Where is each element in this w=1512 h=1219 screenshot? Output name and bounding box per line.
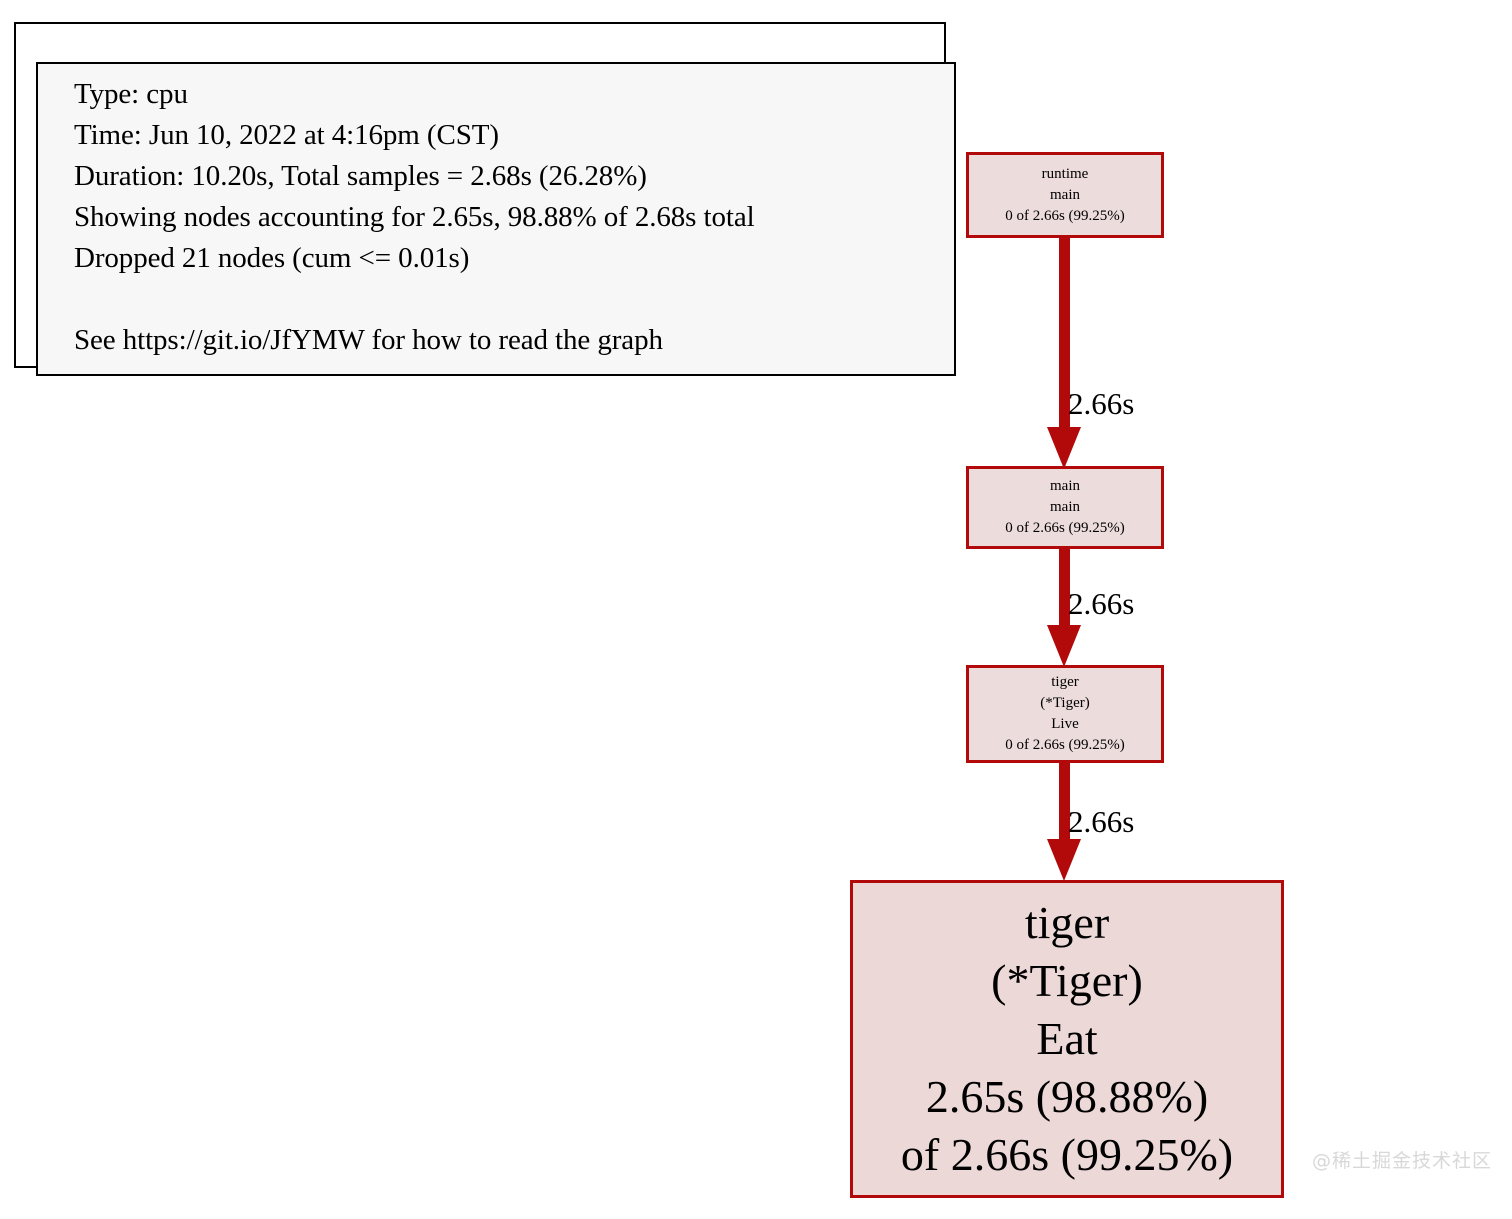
legend-line-help-link[interactable]: See https://git.io/JfYMW for how to read…: [74, 324, 663, 356]
node-main-main-function: main: [1050, 499, 1080, 515]
node-tiger-live[interactable]: tiger (*Tiger) Live 0 of 2.66s (99.25%): [966, 665, 1164, 763]
node-tiger-eat-function: Eat: [1036, 1013, 1098, 1064]
edge-label-tiger-live-to-tiger-eat: 2.66s: [1068, 804, 1135, 839]
edge-tiger-live-to-tiger-eat-arrowhead: [1047, 839, 1081, 881]
node-tiger-eat-package: tiger: [1024, 897, 1110, 948]
legend-line-time: Time: Jun 10, 2022 at 4:16pm (CST): [74, 119, 499, 151]
node-main-main-stats: 0 of 2.66s (99.25%): [1005, 520, 1125, 536]
node-tiger-eat-receiver: (*Tiger): [991, 955, 1143, 1006]
node-main-main[interactable]: main main 0 of 2.66s (99.25%): [966, 466, 1164, 549]
node-runtime-main[interactable]: runtime main 0 of 2.66s (99.25%): [966, 152, 1164, 238]
node-main-main-package: main: [1050, 478, 1080, 494]
legend-line-showing: Showing nodes accounting for 2.65s, 98.8…: [74, 201, 755, 233]
node-tiger-live-function: Live: [1051, 716, 1079, 732]
edge-label-main-main-to-tiger-live: 2.66s: [1068, 586, 1135, 621]
edge-runtime-main-to-main-main-stem: [1059, 236, 1070, 431]
edge-tiger-live-to-tiger-eat-stem: [1059, 761, 1070, 841]
node-tiger-eat-cum: of 2.66s (99.25%): [900, 1129, 1234, 1180]
graph-outer-frame: Type: cpu Time: Jun 10, 2022 at 4:16pm (…: [14, 22, 956, 376]
edge-runtime-main-to-main-main-arrowhead: [1047, 427, 1081, 469]
node-tiger-live-receiver: (*Tiger): [1040, 695, 1090, 711]
legend-line-dropped: Dropped 21 nodes (cum <= 0.01s): [74, 242, 470, 274]
node-runtime-main-package: runtime: [1041, 165, 1089, 182]
watermark: @稀土掘金技术社区: [1311, 1150, 1492, 1172]
edge-main-main-to-tiger-live-arrowhead: [1047, 625, 1081, 667]
legend-line-type: Type: cpu: [74, 78, 188, 110]
edge-label-runtime-main-to-main-main: 2.66s: [1068, 386, 1135, 421]
node-runtime-main-function: main: [1050, 186, 1080, 203]
node-tiger-eat[interactable]: tiger (*Tiger) Eat 2.65s (98.88%) of 2.6…: [850, 880, 1284, 1198]
node-tiger-eat-flat: 2.65s (98.88%): [925, 1071, 1209, 1122]
profile-legend-box: Type: cpu Time: Jun 10, 2022 at 4:16pm (…: [36, 62, 956, 376]
node-tiger-live-package: tiger: [1051, 674, 1079, 690]
legend-line-duration: Duration: 10.20s, Total samples = 2.68s …: [74, 160, 647, 192]
edge-main-main-to-tiger-live-stem: [1059, 547, 1070, 627]
node-tiger-live-stats: 0 of 2.66s (99.25%): [1005, 737, 1125, 753]
node-runtime-main-stats: 0 of 2.66s (99.25%): [1005, 207, 1125, 224]
